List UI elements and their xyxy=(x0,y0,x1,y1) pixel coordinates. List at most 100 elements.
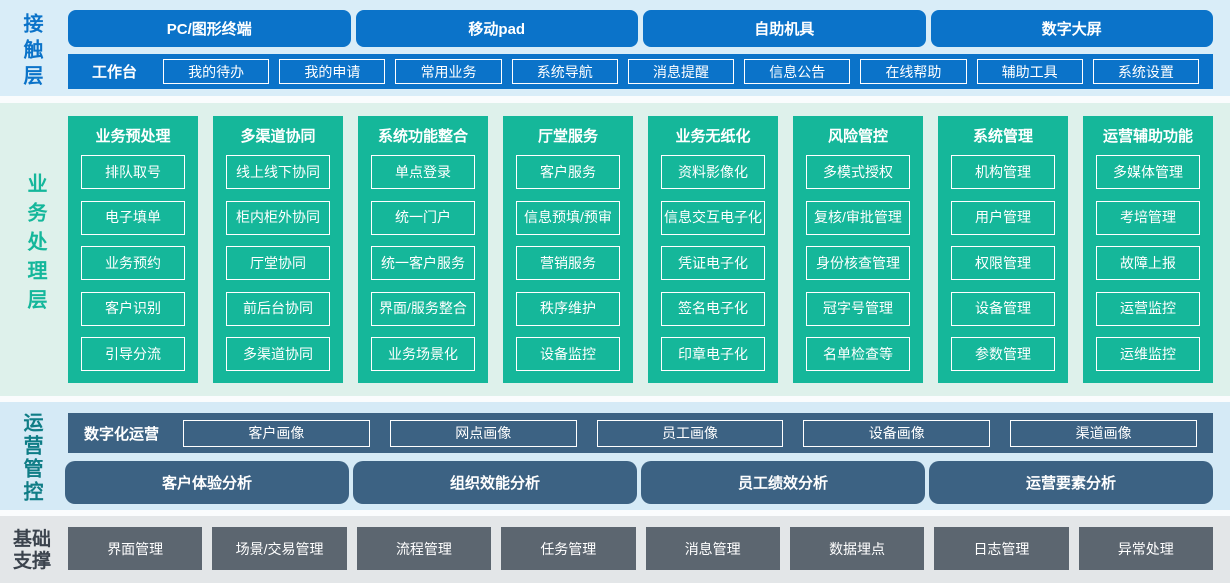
workbench-item: 我的申请 xyxy=(279,59,386,84)
function-item: 业务场景化 xyxy=(371,337,475,371)
function-item: 多媒体管理 xyxy=(1096,155,1200,189)
workbench-item: 在线帮助 xyxy=(860,59,967,84)
profile-item: 员工画像 xyxy=(596,419,784,447)
workbench-item: 常用业务 xyxy=(395,59,502,84)
function-item: 营销服务 xyxy=(516,246,620,280)
business-layer-band: 业务处理层 业务预处理 排队取号电子填单业务预约客户识别引导分流 多渠道协同 线… xyxy=(0,103,1230,396)
digital-ops-bar: 数字化运营 客户画像网点画像员工画像设备画像渠道画像 xyxy=(68,413,1213,453)
section-divider xyxy=(0,396,1230,402)
business-column: 业务预处理 排队取号电子填单业务预约客户识别引导分流 xyxy=(68,116,198,383)
function-item: 签名电子化 xyxy=(661,291,765,326)
channel-button: 数字大屏 xyxy=(930,10,1213,47)
column-items: 资料影像化信息交互电子化凭证电子化签名电子化印章电子化 xyxy=(661,155,765,371)
channel-button: PC/图形终端 xyxy=(68,10,351,47)
analysis-button: 运营要素分析 xyxy=(929,461,1213,504)
support-item: 数据埋点 xyxy=(789,527,925,570)
business-column: 业务无纸化 资料影像化信息交互电子化凭证电子化签名电子化印章电子化 xyxy=(648,116,778,383)
function-item: 客户识别 xyxy=(81,291,185,326)
function-item: 前后台协同 xyxy=(226,291,330,326)
function-item: 客户服务 xyxy=(516,155,620,189)
column-items: 机构管理用户管理权限管理设备管理参数管理 xyxy=(951,155,1055,371)
profile-item: 设备画像 xyxy=(803,419,991,447)
column-items: 多媒体管理考培管理故障上报运营监控运维监控 xyxy=(1096,155,1200,371)
ops-layer-band: 运营管控 数字化运营 客户画像网点画像员工画像设备画像渠道画像 客户体验分析组织… xyxy=(0,402,1230,510)
function-item: 机构管理 xyxy=(951,155,1055,189)
business-layer-label: 业务处理层 xyxy=(24,173,46,318)
support-items: 界面管理场景/交易管理流程管理任务管理消息管理数据埋点日志管理异常处理 xyxy=(68,516,1213,570)
support-layer-label: 基础支撑 xyxy=(13,529,52,572)
function-item: 冠字号管理 xyxy=(806,291,910,326)
contact-layer-label: 接触层 xyxy=(20,13,42,91)
column-title: 业务无纸化 xyxy=(675,128,751,145)
workbench-item: 信息公告 xyxy=(744,59,851,84)
analysis-row: 客户体验分析组织效能分析员工绩效分析运营要素分析 xyxy=(65,461,1213,504)
workbench-item: 我的待办 xyxy=(163,59,270,84)
support-item: 界面管理 xyxy=(68,527,203,570)
function-item: 设备监控 xyxy=(516,337,620,371)
analysis-button: 客户体验分析 xyxy=(65,461,349,504)
business-column: 厅堂服务 客户服务信息预填/预审营销服务秩序维护设备监控 xyxy=(503,116,633,383)
column-title: 多渠道协同 xyxy=(240,128,316,145)
function-item: 信息预填/预审 xyxy=(516,200,620,235)
column-title: 运营辅助功能 xyxy=(1102,128,1193,145)
profile-item: 网点画像 xyxy=(389,419,577,447)
function-item: 运营监控 xyxy=(1096,291,1200,326)
function-item: 信息交互电子化 xyxy=(661,200,765,235)
column-items: 客户服务信息预填/预审营销服务秩序维护设备监控 xyxy=(516,155,620,371)
function-item: 运维监控 xyxy=(1096,337,1200,371)
profile-item: 客户画像 xyxy=(183,419,370,447)
function-item: 多模式授权 xyxy=(806,155,910,189)
function-item: 考培管理 xyxy=(1096,200,1200,235)
analysis-button: 员工绩效分析 xyxy=(641,461,925,504)
workbench-bar: 工作台 我的待办我的申请常用业务系统导航消息提醒信息公告在线帮助辅助工具系统设置 xyxy=(68,54,1213,89)
function-item: 引导分流 xyxy=(81,337,185,371)
function-item: 凭证电子化 xyxy=(661,246,765,280)
support-item: 流程管理 xyxy=(356,527,492,570)
analysis-button: 组织效能分析 xyxy=(353,461,637,504)
function-item: 排队取号 xyxy=(81,155,185,189)
column-title: 业务预处理 xyxy=(95,128,171,145)
function-item: 参数管理 xyxy=(951,337,1055,371)
business-column: 多渠道协同 线上线下协同柜内柜外协同厅堂协同前后台协同多渠道协同 xyxy=(213,116,343,383)
function-item: 复核/审批管理 xyxy=(806,200,910,235)
function-item: 身份核查管理 xyxy=(806,246,910,280)
column-items: 线上线下协同柜内柜外协同厅堂协同前后台协同多渠道协同 xyxy=(226,155,330,371)
business-columns: 业务预处理 排队取号电子填单业务预约客户识别引导分流 多渠道协同 线上线下协同柜… xyxy=(68,103,1213,383)
support-item: 异常处理 xyxy=(1078,527,1213,570)
function-item: 多渠道协同 xyxy=(226,337,330,371)
function-item: 电子填单 xyxy=(81,200,185,235)
function-item: 资料影像化 xyxy=(661,155,765,189)
workbench-item: 系统导航 xyxy=(511,59,618,84)
function-item: 业务预约 xyxy=(81,246,185,280)
column-title: 系统管理 xyxy=(972,128,1033,145)
workbench-item: 消息提醒 xyxy=(627,59,735,84)
channel-button: 自助机具 xyxy=(643,10,926,47)
function-item: 单点登录 xyxy=(371,155,475,189)
function-item: 故障上报 xyxy=(1096,246,1200,280)
business-column: 运营辅助功能 多媒体管理考培管理故障上报运营监控运维监控 xyxy=(1083,116,1213,383)
support-layer-band: 基础支撑 界面管理场景/交易管理流程管理任务管理消息管理数据埋点日志管理异常处理 xyxy=(0,516,1230,583)
support-item: 消息管理 xyxy=(645,527,780,570)
function-item: 界面/服务整合 xyxy=(371,291,475,326)
function-item: 设备管理 xyxy=(951,291,1055,326)
function-item: 统一客户服务 xyxy=(371,246,475,280)
support-item: 任务管理 xyxy=(501,527,636,570)
function-item: 名单检查等 xyxy=(806,337,910,371)
section-divider xyxy=(0,96,1230,103)
column-items: 多模式授权复核/审批管理身份核查管理冠字号管理名单检查等 xyxy=(806,155,910,371)
section-divider xyxy=(0,510,1230,516)
function-item: 线上线下协同 xyxy=(226,155,330,189)
function-item: 用户管理 xyxy=(951,200,1055,235)
column-items: 排队取号电子填单业务预约客户识别引导分流 xyxy=(81,155,185,371)
support-item: 场景/交易管理 xyxy=(212,527,347,570)
workbench-item: 系统设置 xyxy=(1092,59,1199,84)
column-title: 厅堂服务 xyxy=(537,128,598,145)
digital-ops-items: 客户画像网点画像员工画像设备画像渠道画像 xyxy=(183,419,1197,447)
workbench-item: 辅助工具 xyxy=(976,59,1083,84)
function-item: 权限管理 xyxy=(951,246,1055,280)
business-column: 系统功能整合 单点登录统一门户统一客户服务界面/服务整合业务场景化 xyxy=(358,116,488,383)
function-item: 统一门户 xyxy=(371,200,475,235)
